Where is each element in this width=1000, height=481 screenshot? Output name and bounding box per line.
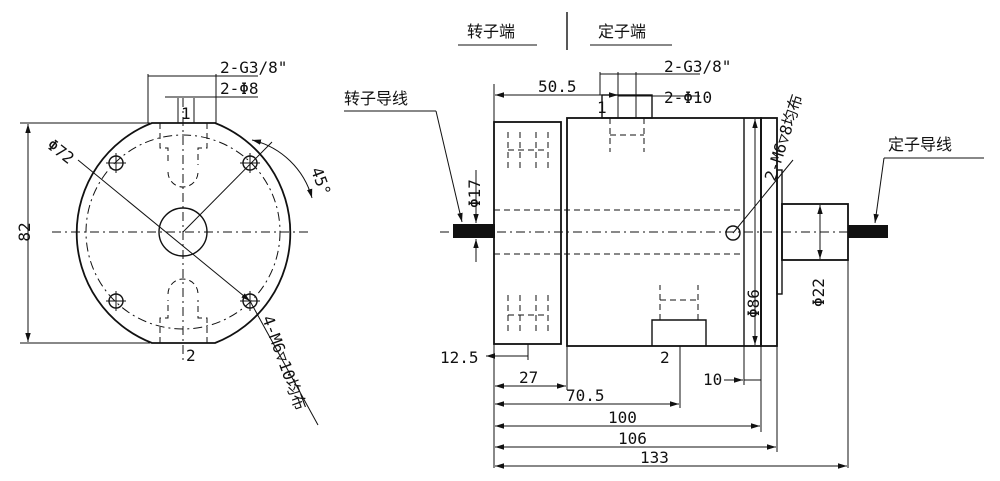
front-height-label: 82 [15, 222, 34, 241]
rotor-diameter-label: Φ17 [465, 179, 484, 208]
angle-ray [182, 141, 273, 233]
header: 转子端 定子端 [458, 12, 672, 50]
rotor-port-hidden [507, 295, 549, 334]
front-port-thread: 2-G3/8" [220, 58, 287, 77]
stator-lead-label: 定子导线 [888, 135, 952, 154]
bottom-port-hidden [659, 285, 699, 320]
angle-label: 45° [307, 165, 335, 199]
front-port-2-label: 2 [186, 346, 196, 365]
top-port-hidden-arc [167, 171, 199, 188]
top-port-hidden [159, 123, 208, 165]
rotor-lead-leader [435, 110, 463, 223]
side-port-thread: 2-G3/8" [664, 57, 731, 76]
dim-70-5-label: 70.5 [566, 386, 605, 405]
stator-end-label: 定子端 [598, 22, 646, 41]
stator-lead-leader [873, 157, 885, 224]
side-view: 1 2 2-M6▽8均布 2-G3/8" 2-Φ10 50.5 转子导线 定子导… [344, 57, 984, 469]
holes-leader [249, 300, 319, 426]
side-hole [725, 225, 741, 241]
dim-12-5-label: 12.5 [440, 348, 479, 367]
rotor-port-hidden [507, 132, 549, 170]
rotor-lead-wire [453, 224, 495, 238]
side-port-2-label: 2 [660, 348, 670, 367]
side-holes-leader [732, 159, 794, 234]
dim-100-label: 100 [608, 408, 637, 427]
front-port-1-label: 1 [181, 104, 191, 123]
stator-lead-wire [848, 225, 888, 238]
body-diameter-label: Φ86 [744, 289, 763, 318]
bottom-port-hidden [159, 300, 208, 343]
dim-50-5-label: 50.5 [538, 77, 577, 96]
side-holes-label: 2-M6▽8均布 [761, 92, 807, 183]
dim-106-label: 106 [618, 429, 647, 448]
front-port-diameter: 2-Φ8 [220, 79, 259, 98]
dim-27-label: 27 [519, 368, 538, 387]
side-port-1-label: 1 [597, 98, 607, 117]
top-port [601, 94, 653, 119]
bottom-port-hidden-arc [167, 278, 199, 295]
front-holes-label: 4-M6▽10均布 [258, 313, 310, 413]
front-view: 2-G3/8" 2-Φ8 1 2 Φ72 45° 82 4-M6▽10均布 [15, 58, 335, 426]
side-port-diameter: 2-Φ10 [664, 88, 712, 107]
top-port-hidden [609, 118, 645, 152]
bolt-circle-label: Φ72 [43, 135, 77, 168]
angle-arc [251, 139, 313, 199]
bottom-port [651, 319, 707, 346]
dim-133-label: 133 [640, 448, 669, 467]
rotor-lead-label: 转子导线 [344, 89, 408, 108]
stator-diameter-label: Φ22 [809, 278, 828, 307]
bolt-circle-leader [77, 159, 251, 302]
rotor-housing [493, 121, 562, 345]
dim-10-label: 10 [703, 370, 722, 389]
rotor-end-label: 转子端 [467, 22, 515, 41]
